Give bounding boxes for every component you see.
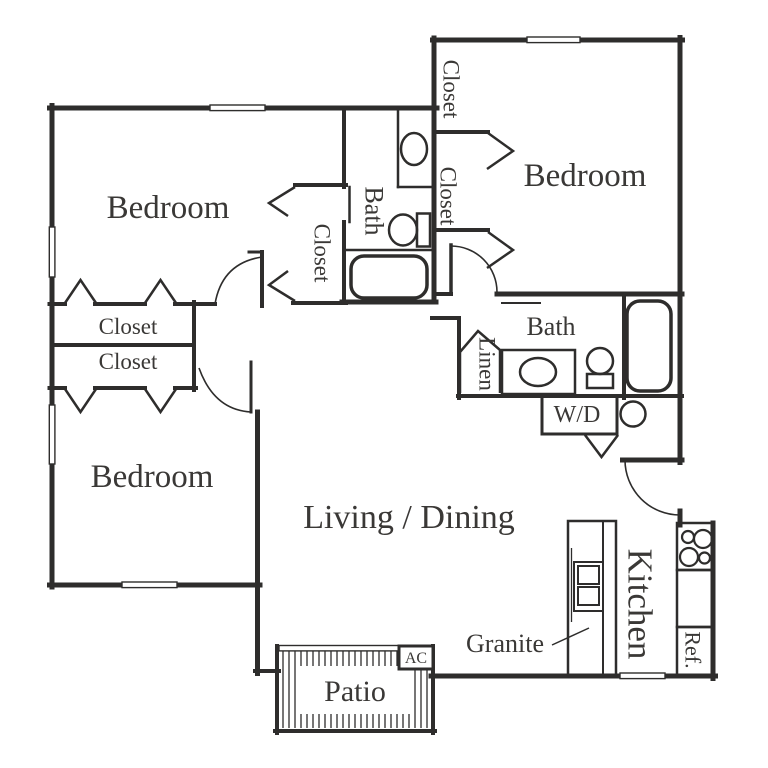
sink-icon [518,356,558,388]
door-arc-bedroom2 [450,245,498,293]
linen-closet-door-icon [458,329,502,393]
bathtub-icon [349,254,429,300]
washer-dryer-label: W/D [554,402,601,428]
refrigerator-label: Ref. [681,631,706,668]
washer-icon [619,400,647,428]
door-arc-bedroom1 [214,256,263,305]
walls [47,35,718,735]
closet-bedroom2-upper-label: Closet [439,60,464,119]
bedroom1-label: Bedroom [107,190,230,226]
toilet-icon [387,213,419,247]
burner-icon [697,551,712,565]
burner-icon [678,546,700,568]
dishwasher-panel [577,586,600,606]
refrigerator-box [675,625,715,679]
window-icon [209,104,266,112]
toilet-tank [415,212,432,248]
dishwasher-panel [577,565,600,585]
window-icon [526,36,581,44]
closet-lower-label: Closet [99,349,158,374]
bifold-door-icon [143,388,178,415]
closet-mid-label: Closet [310,224,335,283]
bath2-label: Bath [526,312,575,341]
patio-label: Patio [324,675,386,708]
bathtub-icon [625,299,673,393]
windows [48,36,666,680]
toilet-icon [585,346,615,376]
dishwasher-icon [573,561,604,612]
bath1-label: Bath [360,186,389,235]
bifold-door-icon [486,131,516,171]
kitchen-counter [675,568,715,629]
door-arc-bedroom3 [198,367,252,413]
door-arc-kitchen [624,459,681,516]
door-arcs [198,245,681,516]
granite-island [566,519,618,678]
ac-label: AC [405,650,427,667]
patio-glass-door [278,644,401,652]
bifold-door-icon [266,269,296,303]
bifold-door-icon [584,434,619,460]
sink-icon [399,131,429,167]
bedroom2-label: Bedroom [524,158,647,194]
ac-unit-box [397,644,435,671]
closet-bedroom2-lower-label: Closet [436,167,461,226]
window-icon [48,226,56,278]
living-dining-label: Living / Dining [303,499,515,536]
linen-label: Linen [475,337,500,391]
patio-label-backing [299,666,411,714]
window-icon [48,404,56,465]
bifold-door-icon [266,185,296,218]
bifold-door-icon [63,277,98,304]
bifold-door-icon [63,388,98,415]
granite-leader-line [551,627,590,646]
kitchen-label: Kitchen [621,549,660,660]
window-icon [121,581,178,589]
closet-door-chevrons [63,131,619,460]
bifold-door-icon [486,230,516,270]
bedroom3-label: Bedroom [91,459,214,495]
vanity-counter [500,348,577,396]
bifold-door-icon [143,277,178,304]
closet-upper-label: Closet [99,314,158,339]
patio-area [282,651,428,728]
room-labels: Bedroom Bedroom Bedroom Living / Dining … [91,60,706,708]
toilet-base [585,372,615,390]
granite-label: Granite [466,629,544,658]
burner-icon [680,529,696,545]
burner-icon [692,528,714,550]
fixtures [349,131,715,679]
window-icon [619,672,666,680]
